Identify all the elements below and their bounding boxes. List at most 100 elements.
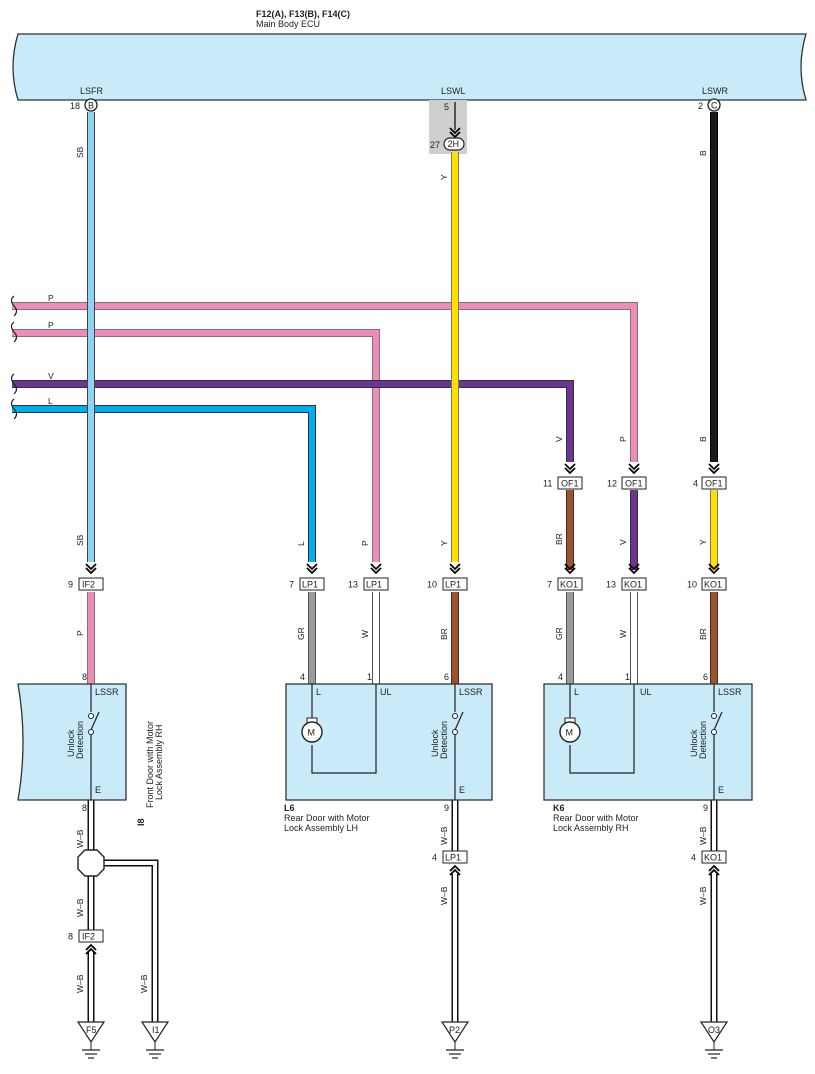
wire-label-wb-k6: W–B <box>698 826 708 845</box>
svg-text:KO1: KO1 <box>624 580 642 590</box>
component-id-l6: L6 <box>284 803 295 813</box>
svg-text:9: 9 <box>68 580 73 590</box>
svg-text:P2: P2 <box>449 1025 460 1035</box>
wire-label-v-of1: V <box>554 436 564 442</box>
connector-lp1-4: LP1 4 <box>432 850 468 876</box>
wire-label-sb-top: SB <box>75 146 85 158</box>
wire-label-b-top: B <box>698 150 708 156</box>
svg-text:Unlock: Unlock <box>430 729 440 757</box>
connector-lp1-13: LP1 13 <box>348 563 389 591</box>
connector-lp1-10: LP1 10 <box>427 563 468 591</box>
pin-conn-lsfr: B <box>88 101 94 111</box>
ground-p2: P2 <box>440 1021 470 1059</box>
svg-text:8: 8 <box>68 932 73 942</box>
svg-text:OF1: OF1 <box>625 479 643 489</box>
connector-if2-9: IF2 9 <box>68 563 104 591</box>
svg-text:F5: F5 <box>86 1025 97 1035</box>
wire-label-p-of1: P <box>618 436 628 442</box>
component-id-i8: I8 <box>136 818 146 826</box>
svg-text:LP1: LP1 <box>445 580 461 590</box>
svg-text:Detection: Detection <box>698 721 708 759</box>
wire-label-w-l6: W <box>360 630 370 638</box>
wire-label-y-top: Y <box>439 174 449 180</box>
pin-conn-lswr: C <box>711 101 718 111</box>
ground-o3: O3 <box>699 1021 729 1059</box>
wire-label-l: L <box>48 396 53 406</box>
svg-text:KO1: KO1 <box>704 853 722 863</box>
svg-text:7: 7 <box>547 580 552 590</box>
ecu-connectors-label: F12(A), F13(B), F14(C) <box>256 9 350 19</box>
pin-circle-lswr <box>707 98 721 112</box>
ecu-body <box>12 33 807 101</box>
wire-label-gr-l6: GR <box>296 627 306 640</box>
motor-icon <box>301 721 323 743</box>
wire-label-br-k6: BR <box>698 628 708 640</box>
wire-label-wb-i8: W–B <box>75 829 85 848</box>
component-k6: 4 1 6 L UL LSSR E 9 M Unlock Detection K… <box>543 672 753 833</box>
pin-circle-lsfr <box>84 98 98 112</box>
svg-text:LSSR: LSSR <box>718 687 742 697</box>
wire-label-y-ko1: Y <box>698 539 708 545</box>
wire-label-wb-f5: W–B <box>75 974 85 993</box>
wire-label-wb-o3: W–B <box>698 886 708 905</box>
junction-id: 2H <box>448 139 460 149</box>
wire-label-wb-i1: W–B <box>139 974 149 993</box>
connector-of1-12: OF1 12 <box>607 463 647 490</box>
svg-text:7: 7 <box>289 580 294 590</box>
junction-num: 27 <box>430 140 440 150</box>
svg-text:Rear Door with Motor: Rear Door with Motor <box>284 813 370 823</box>
wire-label-y-lp1: Y <box>439 540 449 546</box>
svg-text:I1: I1 <box>152 1025 160 1035</box>
svg-text:1: 1 <box>367 672 372 682</box>
wire-label-v-ko1: V <box>618 539 628 545</box>
connector-ko1-10: KO1 10 <box>687 563 727 591</box>
pin-num-lsfr: 18 <box>70 101 80 111</box>
wire-label-l-lp1: L <box>296 541 306 546</box>
ground-f5: F5 <box>76 1021 106 1059</box>
wire-label-wb-p2: W–B <box>439 886 449 905</box>
wires <box>12 112 718 1022</box>
svg-text:LP1: LP1 <box>445 853 461 863</box>
connector-lp1-7: LP1 7 <box>289 563 325 591</box>
svg-text:4: 4 <box>558 672 563 682</box>
wire-break-marks <box>10 295 18 420</box>
wire-label-wb-mid: W–B <box>75 898 85 917</box>
svg-text:O3: O3 <box>708 1025 720 1035</box>
svg-text:LP1: LP1 <box>302 580 318 590</box>
svg-text:Unlock: Unlock <box>66 729 76 757</box>
svg-text:Unlock: Unlock <box>689 729 699 757</box>
svg-text:Lock Assembly RH: Lock Assembly RH <box>553 823 629 833</box>
motor-icon <box>559 721 581 743</box>
svg-text:10: 10 <box>427 580 437 590</box>
pin-name-lswr: LSWR <box>702 86 729 96</box>
ecu-name: Main Body ECU <box>256 19 320 29</box>
svg-text:6: 6 <box>444 672 449 682</box>
svg-text:M: M <box>308 728 316 738</box>
wire-label-wb-l6: W–B <box>439 826 449 845</box>
wire-labels: SB Y B P P V L V P B BR V Y SB L P Y P G… <box>48 146 708 993</box>
pin-num-lswr: 2 <box>698 101 703 111</box>
connector-if2-8: IF2 8 <box>68 929 104 955</box>
wire-label-sb-if2: SB <box>75 534 85 546</box>
connector-of1-4: OF1 4 <box>693 463 727 490</box>
svg-text:12: 12 <box>607 479 617 489</box>
component-id-k6: K6 <box>553 803 565 813</box>
svg-text:LSSR: LSSR <box>95 687 119 697</box>
svg-text:4: 4 <box>691 853 696 863</box>
svg-text:L: L <box>316 687 321 697</box>
svg-text:9: 9 <box>703 803 708 813</box>
junction-pill <box>443 137 465 151</box>
svg-text:Detection: Detection <box>75 721 85 759</box>
svg-text:OF1: OF1 <box>705 479 723 489</box>
ground-i1: I1 <box>140 1021 170 1059</box>
wire-label-p-i8: P <box>75 630 85 636</box>
svg-text:Detection: Detection <box>439 721 449 759</box>
svg-text:8: 8 <box>82 803 87 813</box>
pin-num-lswl: 5 <box>444 102 449 112</box>
connector-ko1-13: KO1 13 <box>606 563 647 591</box>
component-i8: 8 LSSR E 8 Unlock Detection I8 Front Doo… <box>17 672 164 826</box>
pin-name-lsfr: LSFR <box>80 86 104 96</box>
svg-text:KO1: KO1 <box>704 580 722 590</box>
component-l6: 4 1 6 L UL LSSR E 9 M Unlock Detection L… <box>284 672 493 833</box>
